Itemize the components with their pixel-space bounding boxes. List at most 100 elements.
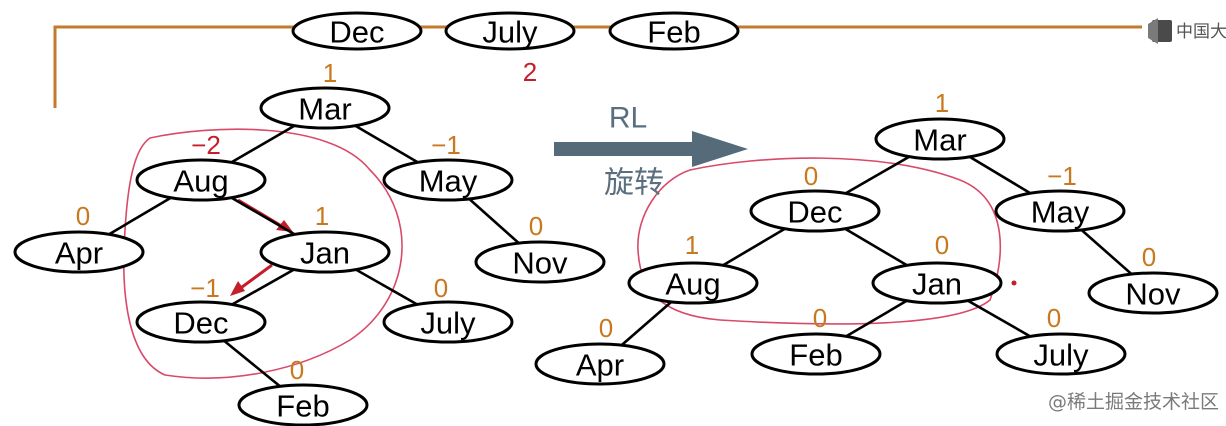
annotation-dot bbox=[1011, 280, 1017, 286]
queue-bracket-line bbox=[53, 25, 1142, 108]
node-label: Apr bbox=[55, 236, 103, 271]
balance-factor: 1 bbox=[323, 58, 337, 88]
node-label: Feb bbox=[276, 389, 329, 424]
node-label: Mar bbox=[913, 123, 966, 158]
queue-item-feb: Feb bbox=[608, 11, 740, 51]
node-ellipse bbox=[874, 117, 1006, 161]
rotation-arrow-head bbox=[692, 131, 748, 167]
node-label: May bbox=[419, 164, 478, 199]
balance-factor: 0 bbox=[804, 161, 818, 191]
node-ellipse bbox=[749, 189, 881, 233]
logo: 中国大 bbox=[1148, 18, 1226, 44]
node-label: Nov bbox=[512, 246, 568, 281]
rotation-arrow-shaft bbox=[554, 142, 694, 156]
node-ellipse bbox=[474, 240, 606, 284]
rotation-caption: 旋转 bbox=[604, 167, 664, 200]
node-ellipse bbox=[237, 383, 369, 426]
annotation-circle-left bbox=[123, 128, 403, 379]
rotation-arrow bbox=[554, 131, 748, 167]
node-label: Dec bbox=[787, 195, 842, 230]
node-ellipse bbox=[627, 261, 759, 305]
before-node-dec: Dec−1 bbox=[135, 273, 267, 344]
node-ellipse bbox=[135, 300, 267, 344]
before-node-aug: Aug −2 bbox=[135, 130, 267, 202]
after-node-feb: Feb 0 bbox=[750, 303, 882, 376]
logo-icon-fold bbox=[1148, 18, 1158, 44]
balance-factor: −1 bbox=[431, 130, 461, 160]
insertion-queue: Dec July Feb bbox=[291, 11, 740, 51]
node-ellipse bbox=[534, 342, 666, 386]
after-node-mar: Mar 1 bbox=[874, 88, 1006, 161]
queue-item-label: July bbox=[482, 15, 538, 50]
node-ellipse bbox=[382, 158, 514, 202]
rotation-type-label: RL bbox=[609, 102, 647, 135]
balance-factor: 0 bbox=[813, 303, 827, 333]
balance-factor: 0 bbox=[290, 355, 304, 385]
balance-factor: −1 bbox=[190, 273, 220, 303]
queue-item-ellipse bbox=[444, 11, 576, 51]
node-ellipse bbox=[871, 261, 1003, 305]
node-ellipse bbox=[750, 332, 882, 376]
node-ellipse bbox=[1087, 271, 1219, 315]
before-node-nov: Nov 0 bbox=[474, 211, 606, 284]
balance-factor: 0 bbox=[1142, 242, 1156, 272]
balance-factor: 0 bbox=[599, 313, 613, 343]
balance-factor: 0 bbox=[76, 201, 90, 231]
after-node-aug: Aug 1 bbox=[627, 230, 759, 305]
balance-factor: −1 bbox=[1047, 161, 1077, 191]
balance-factor: 0 bbox=[1047, 303, 1061, 333]
node-ellipse bbox=[995, 332, 1127, 376]
balance-factor: 1 bbox=[935, 88, 949, 118]
queue-item-july: July bbox=[444, 11, 576, 51]
rotation-arrow-2 bbox=[230, 263, 273, 296]
queue-item-ellipse bbox=[291, 11, 423, 51]
node-label: Dec bbox=[173, 306, 228, 341]
watermark: @稀土掘金技术社区 bbox=[1048, 391, 1219, 413]
before-node-mar: Mar 1 bbox=[259, 58, 391, 130]
node-label: May bbox=[1031, 195, 1090, 230]
node-ellipse bbox=[259, 86, 391, 130]
node-ellipse bbox=[259, 230, 391, 274]
balance-factor: 0 bbox=[529, 211, 543, 241]
queue-item-ellipse bbox=[608, 11, 740, 51]
after-node-apr: Apr 0 bbox=[534, 313, 666, 386]
queue-item-label: Feb bbox=[647, 15, 700, 50]
node-label: Mar bbox=[298, 92, 351, 127]
node-ellipse bbox=[382, 300, 514, 344]
queue-item-dec: Dec bbox=[291, 11, 423, 51]
node-label: Aug bbox=[173, 164, 228, 199]
queue-item-label: Dec bbox=[329, 15, 384, 50]
node-label: Apr bbox=[576, 348, 624, 383]
balance-factor: 1 bbox=[685, 230, 699, 260]
after-node-july: July 0 bbox=[995, 303, 1127, 376]
node-label: Nov bbox=[1125, 277, 1181, 312]
node-label: July bbox=[1033, 338, 1089, 373]
insert-counter: 2 bbox=[523, 57, 537, 87]
node-label: July bbox=[420, 306, 476, 341]
node-ellipse bbox=[135, 158, 267, 202]
after-node-dec: Dec 0 bbox=[749, 161, 881, 233]
before-node-feb: Feb 0 bbox=[237, 355, 369, 426]
after-node-nov: Nov 0 bbox=[1087, 242, 1219, 315]
balance-factor: 0 bbox=[935, 230, 949, 260]
after-node-jan: Jan 0 bbox=[871, 230, 1003, 305]
before-node-may: May −1 bbox=[382, 130, 514, 202]
node-label: Feb bbox=[789, 338, 842, 373]
node-ellipse bbox=[13, 230, 145, 274]
node-label: Jan bbox=[912, 267, 962, 302]
node-ellipse bbox=[994, 189, 1126, 233]
node-label: Jan bbox=[300, 236, 350, 271]
balance-factor: 0 bbox=[434, 273, 448, 303]
node-label: Aug bbox=[665, 267, 720, 302]
annotation-circle-right bbox=[637, 157, 1002, 325]
after-node-may: May −1 bbox=[994, 161, 1126, 233]
before-node-apr: Apr 0 bbox=[13, 201, 145, 274]
balance-factor: −2 bbox=[191, 130, 221, 160]
logo-text: 中国大 bbox=[1176, 22, 1226, 42]
